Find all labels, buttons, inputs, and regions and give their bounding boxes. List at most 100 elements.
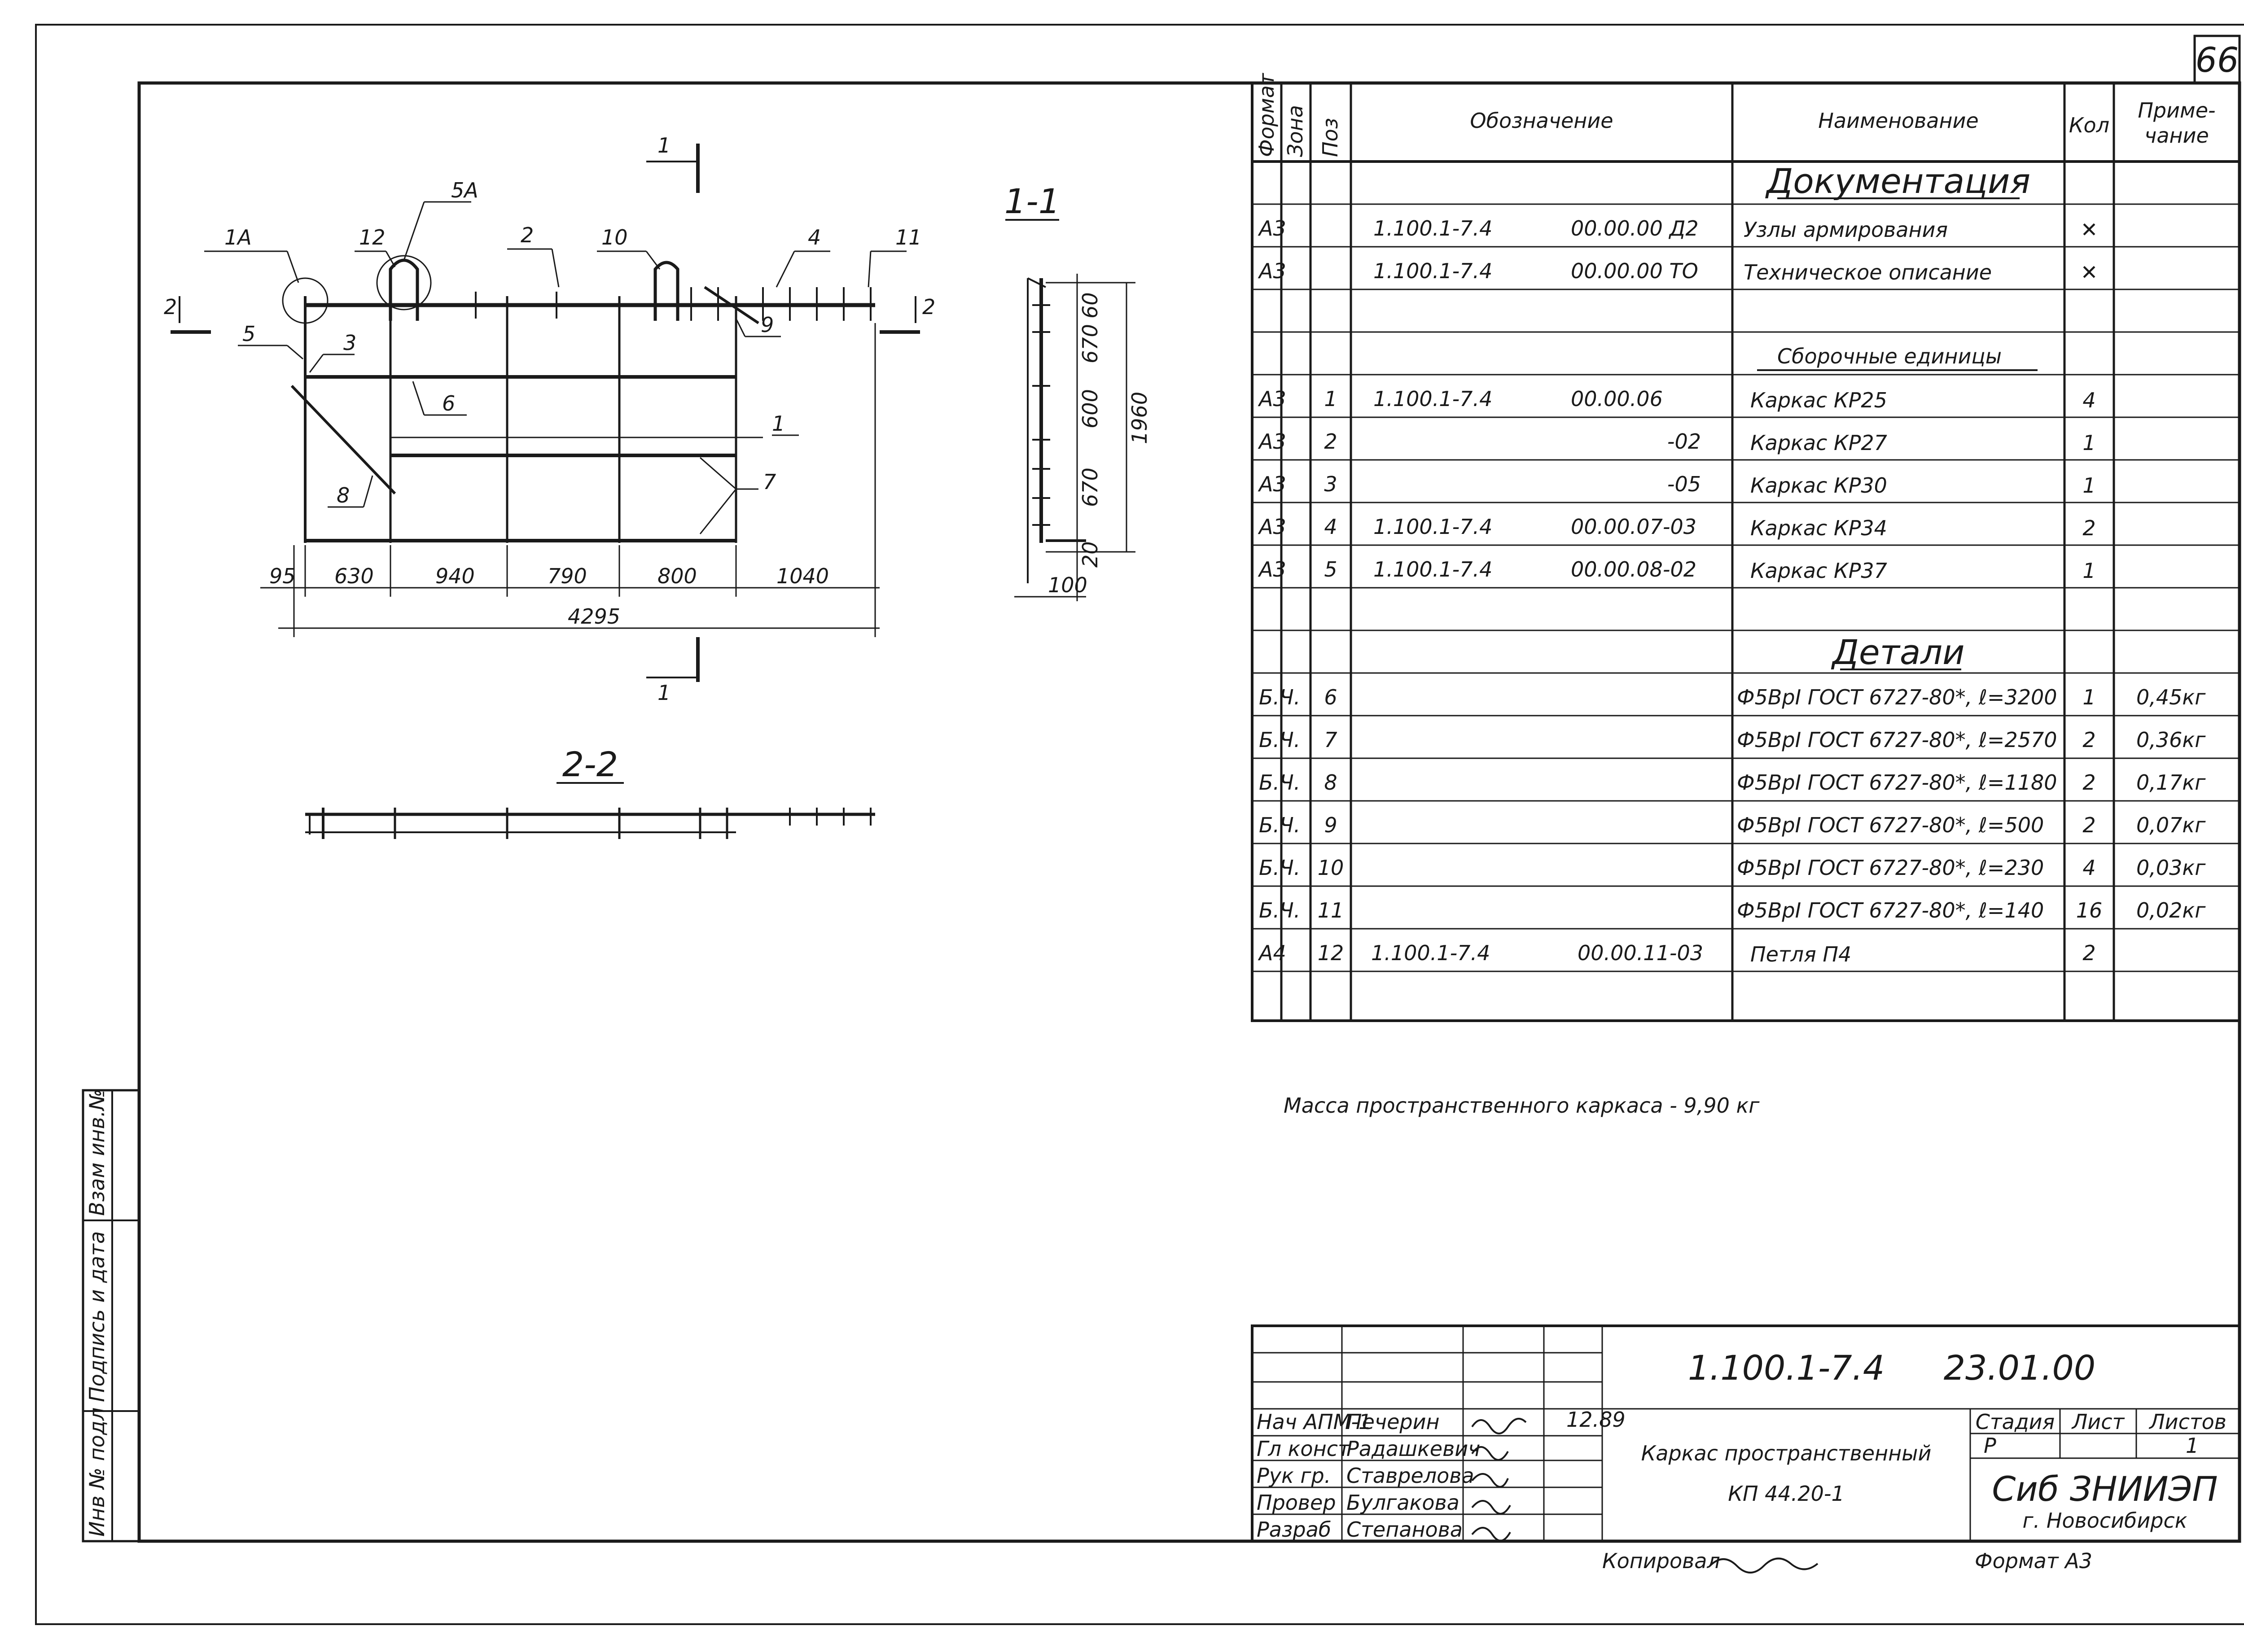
svg-text:9: 9 xyxy=(1324,813,1337,837)
section-1-1: 1-1 60 670 600 670 xyxy=(1004,181,1152,601)
svg-text:1.100.1-7.4: 1.100.1-7.4 xyxy=(1373,515,1492,539)
svg-text:1.100.1-7.4: 1.100.1-7.4 xyxy=(1373,387,1492,411)
svg-text:60: 60 xyxy=(1078,292,1102,319)
sheets-value: 1 xyxy=(2186,1433,2199,1458)
svg-text:00.00.00 ТО: 00.00.00 ТО xyxy=(1571,259,1698,283)
svg-text:2: 2 xyxy=(2082,516,2095,540)
svg-text:Б.Ч.: Б.Ч. xyxy=(1259,770,1300,795)
mass-note: Масса пространственного каркаса - 9,90 к… xyxy=(1284,1093,1760,1118)
section-assemblies: Сборочные единицы xyxy=(1777,344,2002,368)
callout-1a: 1А xyxy=(224,225,252,249)
svg-text:1.100.1-7.4: 1.100.1-7.4 xyxy=(1371,941,1490,965)
svg-text:2: 2 xyxy=(2082,813,2095,837)
svg-text:А3: А3 xyxy=(1258,472,1286,496)
section-1-1-label: 1-1 xyxy=(1004,181,1060,221)
callout-10: 10 xyxy=(601,225,628,249)
title-line-1: Каркас пространственный xyxy=(1641,1441,1932,1465)
svg-text:1040: 1040 xyxy=(776,564,829,588)
section-2-2-label: 2-2 xyxy=(562,744,618,784)
svg-text:790: 790 xyxy=(548,564,587,588)
svg-text:0,17кг: 0,17кг xyxy=(2136,770,2206,795)
cut-2-right: 2 xyxy=(922,295,935,319)
svg-text:А3: А3 xyxy=(1258,259,1286,283)
svg-text:Ф5ВрI ГОСТ 6727-80*, ℓ=1180: Ф5ВрI ГОСТ 6727-80*, ℓ=1180 xyxy=(1737,770,2057,795)
format-label: Формат А3 xyxy=(1975,1549,2092,1573)
svg-text:2: 2 xyxy=(2082,728,2095,752)
svg-text:3: 3 xyxy=(1324,472,1337,496)
svg-text:Б.Ч.: Б.Ч. xyxy=(1259,728,1300,752)
svg-text:0,07кг: 0,07кг xyxy=(2136,813,2206,837)
svg-text:Ф5ВрI ГОСТ 6727-80*, ℓ=140: Ф5ВрI ГОСТ 6727-80*, ℓ=140 xyxy=(1737,898,2044,922)
svg-text:6: 6 xyxy=(1324,685,1337,709)
svg-text:Б.Ч.: Б.Ч. xyxy=(1259,685,1300,709)
header-note-2: чание xyxy=(2144,123,2209,148)
svg-text:Ф5ВрI ГОСТ 6727-80*, ℓ=230: Ф5ВрI ГОСТ 6727-80*, ℓ=230 xyxy=(1737,856,2044,880)
detail-row: Б.Ч. 6 Ф5ВрI ГОСТ 6727-80*, ℓ=3200 1 0,4… xyxy=(1259,685,2206,709)
sheets-label: Листов xyxy=(2148,1410,2226,1434)
detail-row: Б.Ч. 9 Ф5ВрI ГОСТ 6727-80*, ℓ=500 2 0,07… xyxy=(1259,813,2206,837)
callout-4: 4 xyxy=(808,225,821,249)
side-stamps: Инв № подл Подпись и дата Взам инв.№ xyxy=(82,1089,140,1543)
svg-text:-05: -05 xyxy=(1667,472,1701,496)
header-pos: Поз xyxy=(1318,118,1342,157)
svg-text:00.00.07-03: 00.00.07-03 xyxy=(1571,515,1696,539)
svg-text:1.100.1-7.4: 1.100.1-7.4 xyxy=(1373,259,1492,283)
callout-8: 8 xyxy=(337,483,350,507)
assembly-row: А3 5 1.100.1-7.4 00.00.08-02 Каркас КР37… xyxy=(1258,557,2096,583)
svg-text:670: 670 xyxy=(1078,468,1102,507)
copied-label: Копировал xyxy=(1602,1549,1720,1573)
header-format: Формат xyxy=(1254,73,1279,157)
org-city: г. Новосибирск xyxy=(2022,1508,2187,1533)
section-documentation: Документация xyxy=(1765,161,2030,201)
svg-text:4: 4 xyxy=(2082,856,2095,880)
doc-code: 1.100.1-7.4 xyxy=(1688,1348,1885,1388)
svg-text:11: 11 xyxy=(1318,898,1344,922)
svg-text:Каркас КР25: Каркас КР25 xyxy=(1750,388,1887,412)
svg-text:1.100.1-7.4: 1.100.1-7.4 xyxy=(1373,557,1492,581)
detail-row: А4 12 1.100.1-7.4 00.00.11-03 Петля П4 2 xyxy=(1258,941,2096,966)
svg-text:-02: -02 xyxy=(1667,429,1701,454)
svg-text:Ставрелова: Ставрелова xyxy=(1346,1464,1474,1488)
cut-1-top: 1 xyxy=(657,133,671,157)
svg-text:А3: А3 xyxy=(1258,387,1286,411)
svg-text:1: 1 xyxy=(1324,387,1337,411)
title-block: 1.100.1-7.4 23.01.00 Каркас пространстве… xyxy=(1251,1324,2241,1543)
svg-text:Булгакова: Булгакова xyxy=(1346,1490,1459,1515)
svg-text:Каркас КР34: Каркас КР34 xyxy=(1750,516,1887,540)
section-2-2: 2-2 xyxy=(305,744,875,839)
section-details: Детали xyxy=(1831,632,1965,672)
svg-text:Ф5ВрI ГОСТ 6727-80*, ℓ=2570: Ф5ВрI ГОСТ 6727-80*, ℓ=2570 xyxy=(1737,728,2057,752)
svg-text:Петля П4: Петля П4 xyxy=(1750,942,1851,966)
header-qty: Кол xyxy=(2069,113,2109,137)
svg-text:00.00.08-02: 00.00.08-02 xyxy=(1571,557,1696,581)
svg-text:Б.Ч.: Б.Ч. xyxy=(1259,856,1300,880)
svg-text:5: 5 xyxy=(1324,557,1337,581)
svg-text:0,45кг: 0,45кг xyxy=(2136,685,2206,709)
title-line-2: КП 44.20-1 xyxy=(1728,1482,1844,1506)
copied-signature xyxy=(1709,1557,1819,1573)
callout-1: 1 xyxy=(772,411,785,436)
inner-frame xyxy=(137,81,2241,1543)
svg-text:Печерин: Печерин xyxy=(1346,1410,1440,1434)
stage-value: Р xyxy=(1984,1433,1996,1458)
svg-text:2: 2 xyxy=(1324,429,1337,454)
svg-text:95: 95 xyxy=(269,564,296,588)
header-note-1: Приме- xyxy=(2138,98,2215,122)
svg-text:0,03кг: 0,03кг xyxy=(2136,856,2206,880)
callout-7: 7 xyxy=(763,470,776,494)
sheet-label: Лист xyxy=(2071,1410,2125,1434)
svg-text:1: 1 xyxy=(2082,431,2095,455)
stamp-sign-label: Подпись и дата xyxy=(85,1231,109,1402)
svg-text:Техническое описание: Техническое описание xyxy=(1744,260,1992,284)
callout-2: 2 xyxy=(521,223,534,247)
callout-5: 5 xyxy=(242,322,255,346)
callout-6: 6 xyxy=(442,391,455,415)
svg-text:Каркас КР37: Каркас КР37 xyxy=(1750,559,1887,583)
svg-text:✕: ✕ xyxy=(2081,218,2098,242)
outer-frame xyxy=(35,24,2244,1625)
svg-text:670: 670 xyxy=(1078,324,1102,363)
callout-12: 12 xyxy=(359,225,386,249)
svg-text:Степанова: Степанова xyxy=(1346,1517,1463,1542)
svg-text:А3: А3 xyxy=(1258,557,1286,581)
